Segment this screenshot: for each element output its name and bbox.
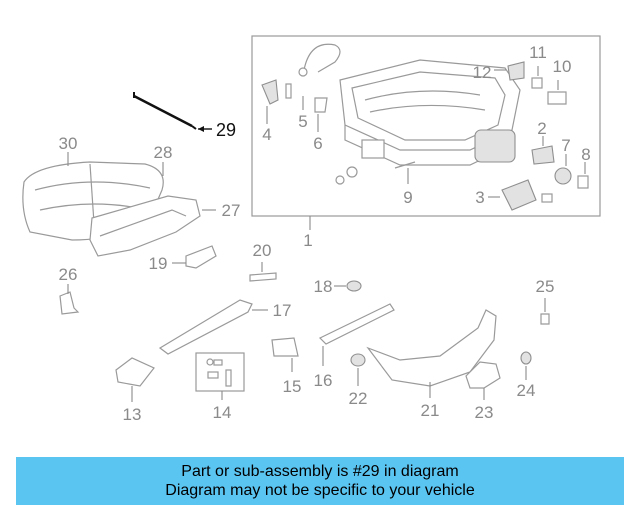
callout-24: 24 (517, 381, 536, 400)
info-banner: Part or sub-assembly is #29 in diagram D… (16, 457, 624, 505)
part-21-side-cover (366, 309, 497, 387)
seat-frame-assembly (298, 43, 521, 166)
callout-20: 20 (253, 241, 272, 260)
part-3-bolt (541, 193, 553, 203)
part-18-cap (346, 280, 362, 292)
callout-29: 29 (216, 120, 236, 140)
part-5-bolt (285, 83, 292, 99)
callout-21: 21 (421, 401, 440, 420)
callout-12: 12 (473, 63, 492, 82)
part-13-cover (115, 357, 155, 387)
callout-13: 13 (123, 405, 142, 424)
callout-22: 22 (349, 389, 368, 408)
part-19-cover (185, 245, 217, 269)
seat-frame-box (251, 35, 601, 217)
part-9-rod (394, 161, 416, 169)
banner-line-2: Diagram may not be specific to your vehi… (165, 482, 475, 499)
callout-23: 23 (475, 403, 494, 422)
part-2-latch (531, 145, 555, 165)
callout-26: 26 (59, 265, 78, 284)
callout-25: 25 (536, 277, 555, 296)
part-26-hinge (59, 291, 80, 315)
part-15-bracket (271, 337, 299, 357)
callout-17: 17 (273, 301, 292, 320)
part-16-rail (318, 303, 395, 345)
part-14-kit-box (195, 352, 245, 392)
callout-16: 16 (314, 371, 333, 390)
part-4-bracket (261, 79, 279, 105)
part-29-rod (133, 92, 212, 132)
part-22-grommet (350, 353, 366, 367)
callout-7: 7 (561, 136, 570, 155)
parts-diagram: 1 2 3 4 5 6 7 8 9 10 11 12 13 14 15 16 1… (22, 35, 601, 424)
part-23-lever (465, 361, 501, 389)
part-20-clip (249, 272, 277, 282)
banner-line-1: Part or sub-assembly is #29 in diagram (181, 463, 459, 480)
callout-5: 5 (298, 112, 307, 131)
callout-2: 2 (537, 119, 546, 138)
part-17-trim (158, 299, 253, 355)
callout-14: 14 (213, 403, 232, 422)
callout-18: 18 (314, 277, 333, 296)
callout-30: 30 (59, 134, 78, 153)
callout-6: 6 (313, 134, 322, 153)
part-12-bracket (507, 61, 525, 81)
callout-3: 3 (475, 188, 484, 207)
callout-1: 1 (303, 231, 312, 250)
callout-27: 27 (222, 201, 241, 220)
part-11-nut (531, 77, 543, 89)
part-6-clip (314, 97, 328, 113)
callout-15: 15 (283, 377, 302, 396)
callout-9: 9 (403, 188, 412, 207)
part-7-knob (554, 167, 572, 185)
callout-10: 10 (553, 57, 572, 76)
callout-19: 19 (149, 254, 168, 273)
callout-8: 8 (581, 145, 590, 164)
part-10-bolt (547, 91, 567, 105)
part-27-cushion-pan (89, 195, 201, 257)
callout-4: 4 (262, 125, 271, 144)
part-25-clip (540, 313, 550, 325)
part-3-recliner (501, 179, 537, 211)
callout-11: 11 (529, 43, 547, 62)
part-24-cap (520, 351, 532, 365)
part-8-cap (577, 175, 589, 189)
callout-28: 28 (154, 143, 173, 162)
